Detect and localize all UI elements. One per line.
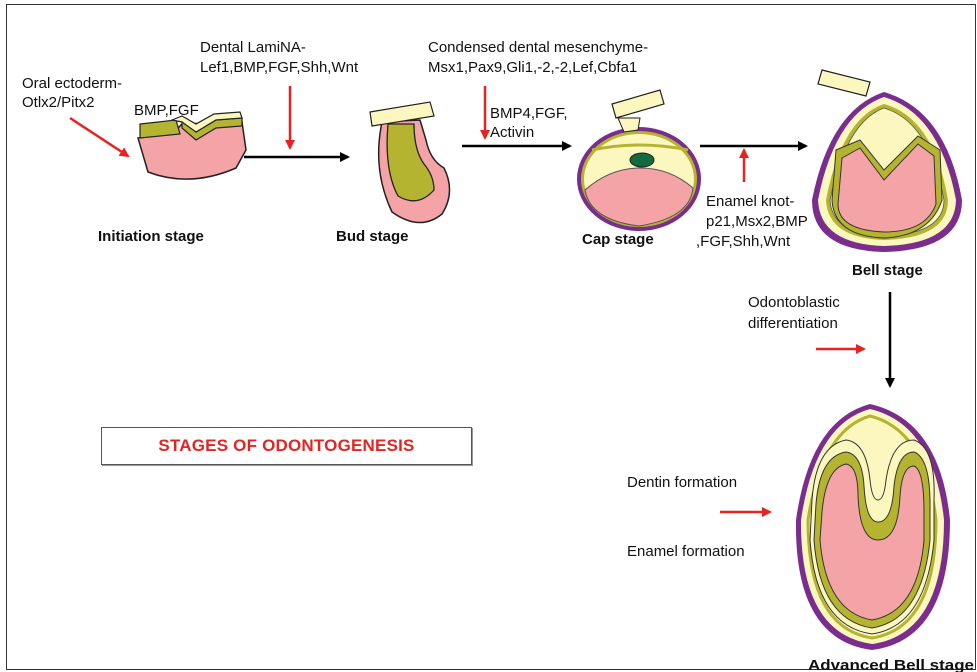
advanced-bell-stage-tooth [796, 404, 950, 650]
initiation-stage-tooth [138, 112, 246, 179]
odontoblastic-label-2: differentiation [748, 315, 838, 332]
bell-stage-tooth [812, 70, 962, 252]
oral-ectoderm-label-1: Oral ectoderm- [22, 75, 122, 92]
initiation-stage-label: Initiation stage [98, 228, 204, 245]
bmp4-label-1: BMP4,FGF, [490, 105, 568, 122]
condensed-mesenchyme-label-1: Condensed dental mesenchyme- [428, 39, 648, 56]
condensed-mesenchyme-label-2: Msx1,Pax9,Gli1,-2,-2,Lef,Cbfa1 [428, 59, 637, 76]
diagram-title: STAGES OF ODONTOGENESIS [158, 436, 414, 456]
bud-stage-label: Bud stage [336, 228, 409, 245]
bmp-fgf-label: BMP,FGF [134, 102, 199, 119]
dentin-formation-label: Dentin formation [627, 474, 737, 491]
dental-lamina-label-2: Lef1,BMP,FGF,Shh,Wnt [200, 59, 359, 76]
bud-stage-tooth [370, 102, 450, 223]
bmp4-label-2: Activin [490, 124, 534, 141]
cap-stage-label: Cap stage [582, 231, 654, 248]
odontoblastic-label-1: Odontoblastic [748, 294, 840, 311]
oral-ectoderm-label-2: Otlx2/Pitx2 [22, 94, 95, 111]
red-arrow-oral-ectoderm [70, 118, 128, 156]
enamel-knot-label-3: ,FGF,Shh,Wnt [696, 233, 791, 250]
enamel-formation-label: Enamel formation [627, 543, 745, 560]
cap-stage-tooth [577, 90, 701, 231]
enamel-knot-label-1: Enamel knot- [706, 193, 794, 210]
title-box: STAGES OF ODONTOGENESIS [101, 427, 472, 465]
advanced-bell-stage-label: Advanced Bell stage [808, 657, 974, 672]
bell-stage-label: Bell stage [852, 262, 923, 279]
enamel-knot-label-2: p21,Msx2,BMP [706, 213, 808, 230]
dental-lamina-label-1: Dental LamiNA- [200, 39, 306, 56]
